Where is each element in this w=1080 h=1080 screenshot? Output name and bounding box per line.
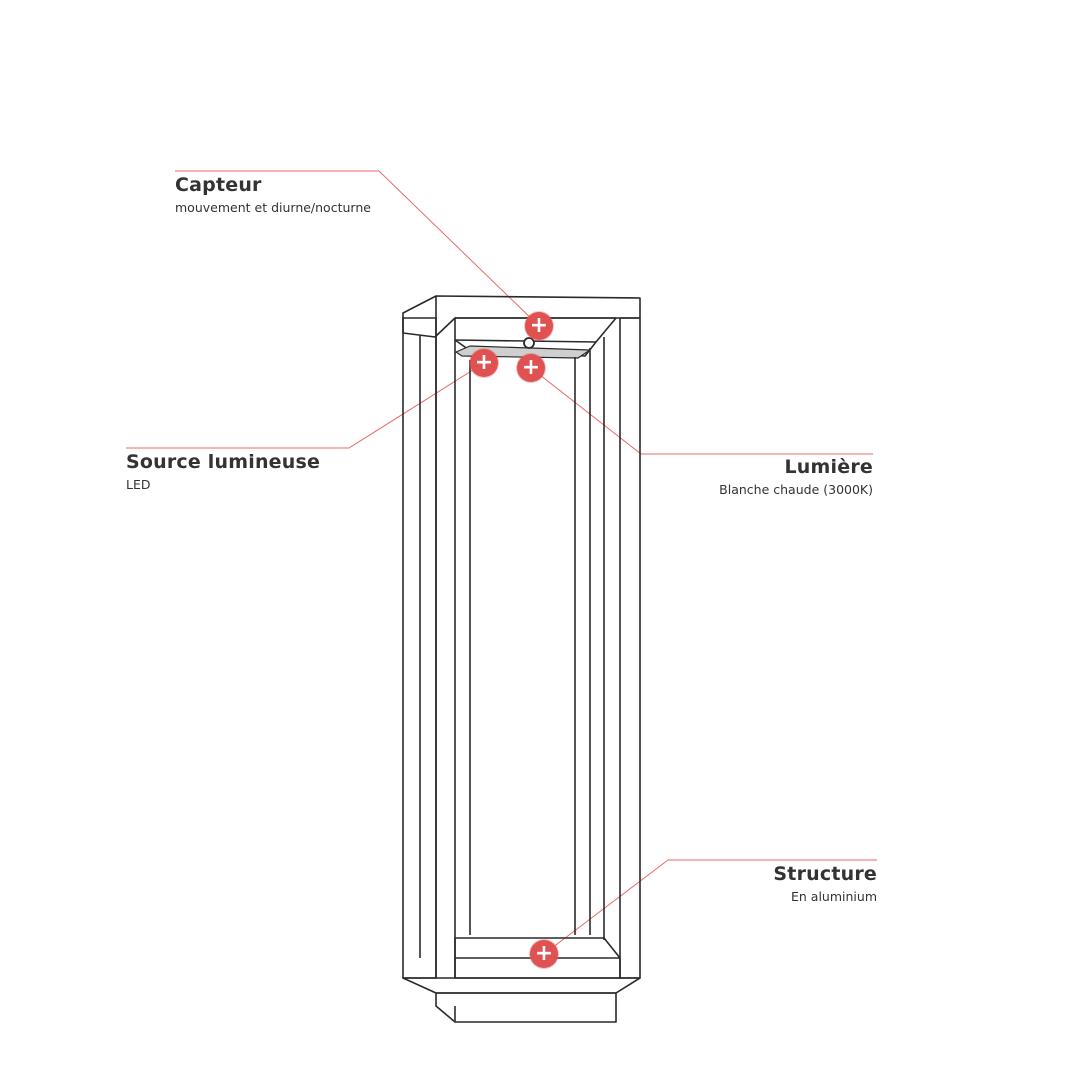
hotspot-lumiere-plus-icon[interactable]: + [517,354,545,382]
post-front-right [619,317,641,979]
callout-capteur-title: Capteur [175,174,262,196]
callout-lumiere: Lumière Blanche chaude (3000K) [719,456,873,497]
callout-source-title: Source lumineuse [126,451,321,473]
lantern-bottom-frame [402,977,641,994]
hotspot-source-plus-icon[interactable]: + [470,349,498,377]
callout-structure: Structure En aluminium [773,863,877,904]
hotspot-capteur-plus-icon[interactable]: + [525,312,553,340]
lantern-sketch [402,295,641,1023]
leader-line-lumiere [530,367,873,455]
leader-line-source [126,362,485,449]
callout-source: Source lumineuse LED [126,451,320,492]
lantern-bottom-tray [454,937,621,979]
leader-line-capteur [175,170,540,327]
callout-capteur-subtitle: mouvement et diurne/nocturne [175,200,371,215]
callout-structure-title: Structure [773,863,877,885]
callout-lumiere-title: Lumière [784,456,873,478]
sensor-ring-icon [523,337,535,349]
leader-line-structure [543,859,877,955]
leader-lines [126,170,877,955]
callout-source-subtitle: LED [126,477,151,492]
callout-capteur: Capteur mouvement et diurne/nocturne [175,174,371,215]
callout-lumiere-subtitle: Blanche chaude (3000K) [719,482,873,497]
callout-structure-subtitle: En aluminium [791,889,877,904]
lantern-base [435,992,617,1023]
hotspot-structure-plus-icon[interactable]: + [530,940,558,968]
